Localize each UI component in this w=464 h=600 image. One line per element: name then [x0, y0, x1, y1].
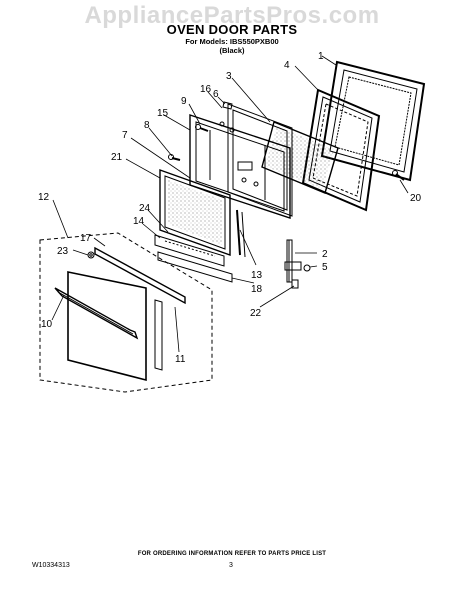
model-number: For Models: IBS550PXB00 — [185, 37, 279, 46]
callout-24: 24 — [139, 203, 151, 214]
part-14-vent — [154, 234, 225, 267]
callout-20: 20 — [410, 193, 422, 204]
part-11-side-strip — [154, 299, 163, 371]
callout-15: 15 — [157, 108, 169, 119]
callout-3: 3 — [226, 71, 232, 82]
part-8-screw — [168, 154, 181, 161]
callout-1: 1 — [318, 51, 324, 62]
callout-5: 5 — [322, 262, 328, 273]
page-title: OVEN DOOR PARTS — [166, 22, 298, 37]
part-13-strip — [236, 209, 246, 258]
part-20-screw — [392, 170, 405, 181]
part-18-trim — [157, 251, 233, 283]
watermark: AppliancePartsPros.com — [84, 2, 380, 29]
part-23-bumper — [87, 251, 95, 259]
callout-7: 7 — [122, 130, 128, 141]
callout-23: 23 — [57, 246, 69, 257]
ordering-note: FOR ORDERING INFORMATION REFER TO PARTS … — [137, 551, 327, 557]
page-number: 3 — [229, 562, 233, 569]
callout-2: 2 — [322, 249, 328, 260]
leader-lines — [51, 55, 409, 353]
part-6-tab — [222, 101, 233, 110]
part-1-outer-frame — [320, 60, 426, 182]
callout-16: 16 — [200, 84, 212, 95]
part-3-inner-glass — [261, 121, 339, 194]
part-2-hinge — [284, 239, 311, 289]
callout-6: 6 — [213, 89, 219, 100]
part-15-door-liner — [189, 103, 293, 219]
document-number: W10334313 — [32, 562, 70, 569]
callout-11: 11 — [175, 354, 186, 365]
callout-8: 8 — [144, 120, 150, 131]
part-9-screw — [195, 124, 209, 132]
callout-10: 10 — [41, 319, 53, 330]
part-12-door-assembly-outline — [39, 232, 213, 393]
callout-21: 21 — [111, 152, 123, 163]
callout-18: 18 — [251, 284, 263, 295]
callout-17: 17 — [80, 233, 92, 244]
callout-9: 9 — [181, 96, 187, 107]
callout-12: 12 — [38, 192, 50, 203]
part-17-top-trim — [94, 246, 186, 305]
callout-4: 4 — [284, 60, 290, 71]
model-color: (Black) — [219, 46, 245, 55]
callout-13: 13 — [251, 270, 263, 281]
callout-14: 14 — [133, 216, 145, 227]
part-10-outer-door — [54, 271, 147, 382]
callout-22: 22 — [250, 308, 262, 319]
part-21-glass-pack — [159, 169, 231, 256]
